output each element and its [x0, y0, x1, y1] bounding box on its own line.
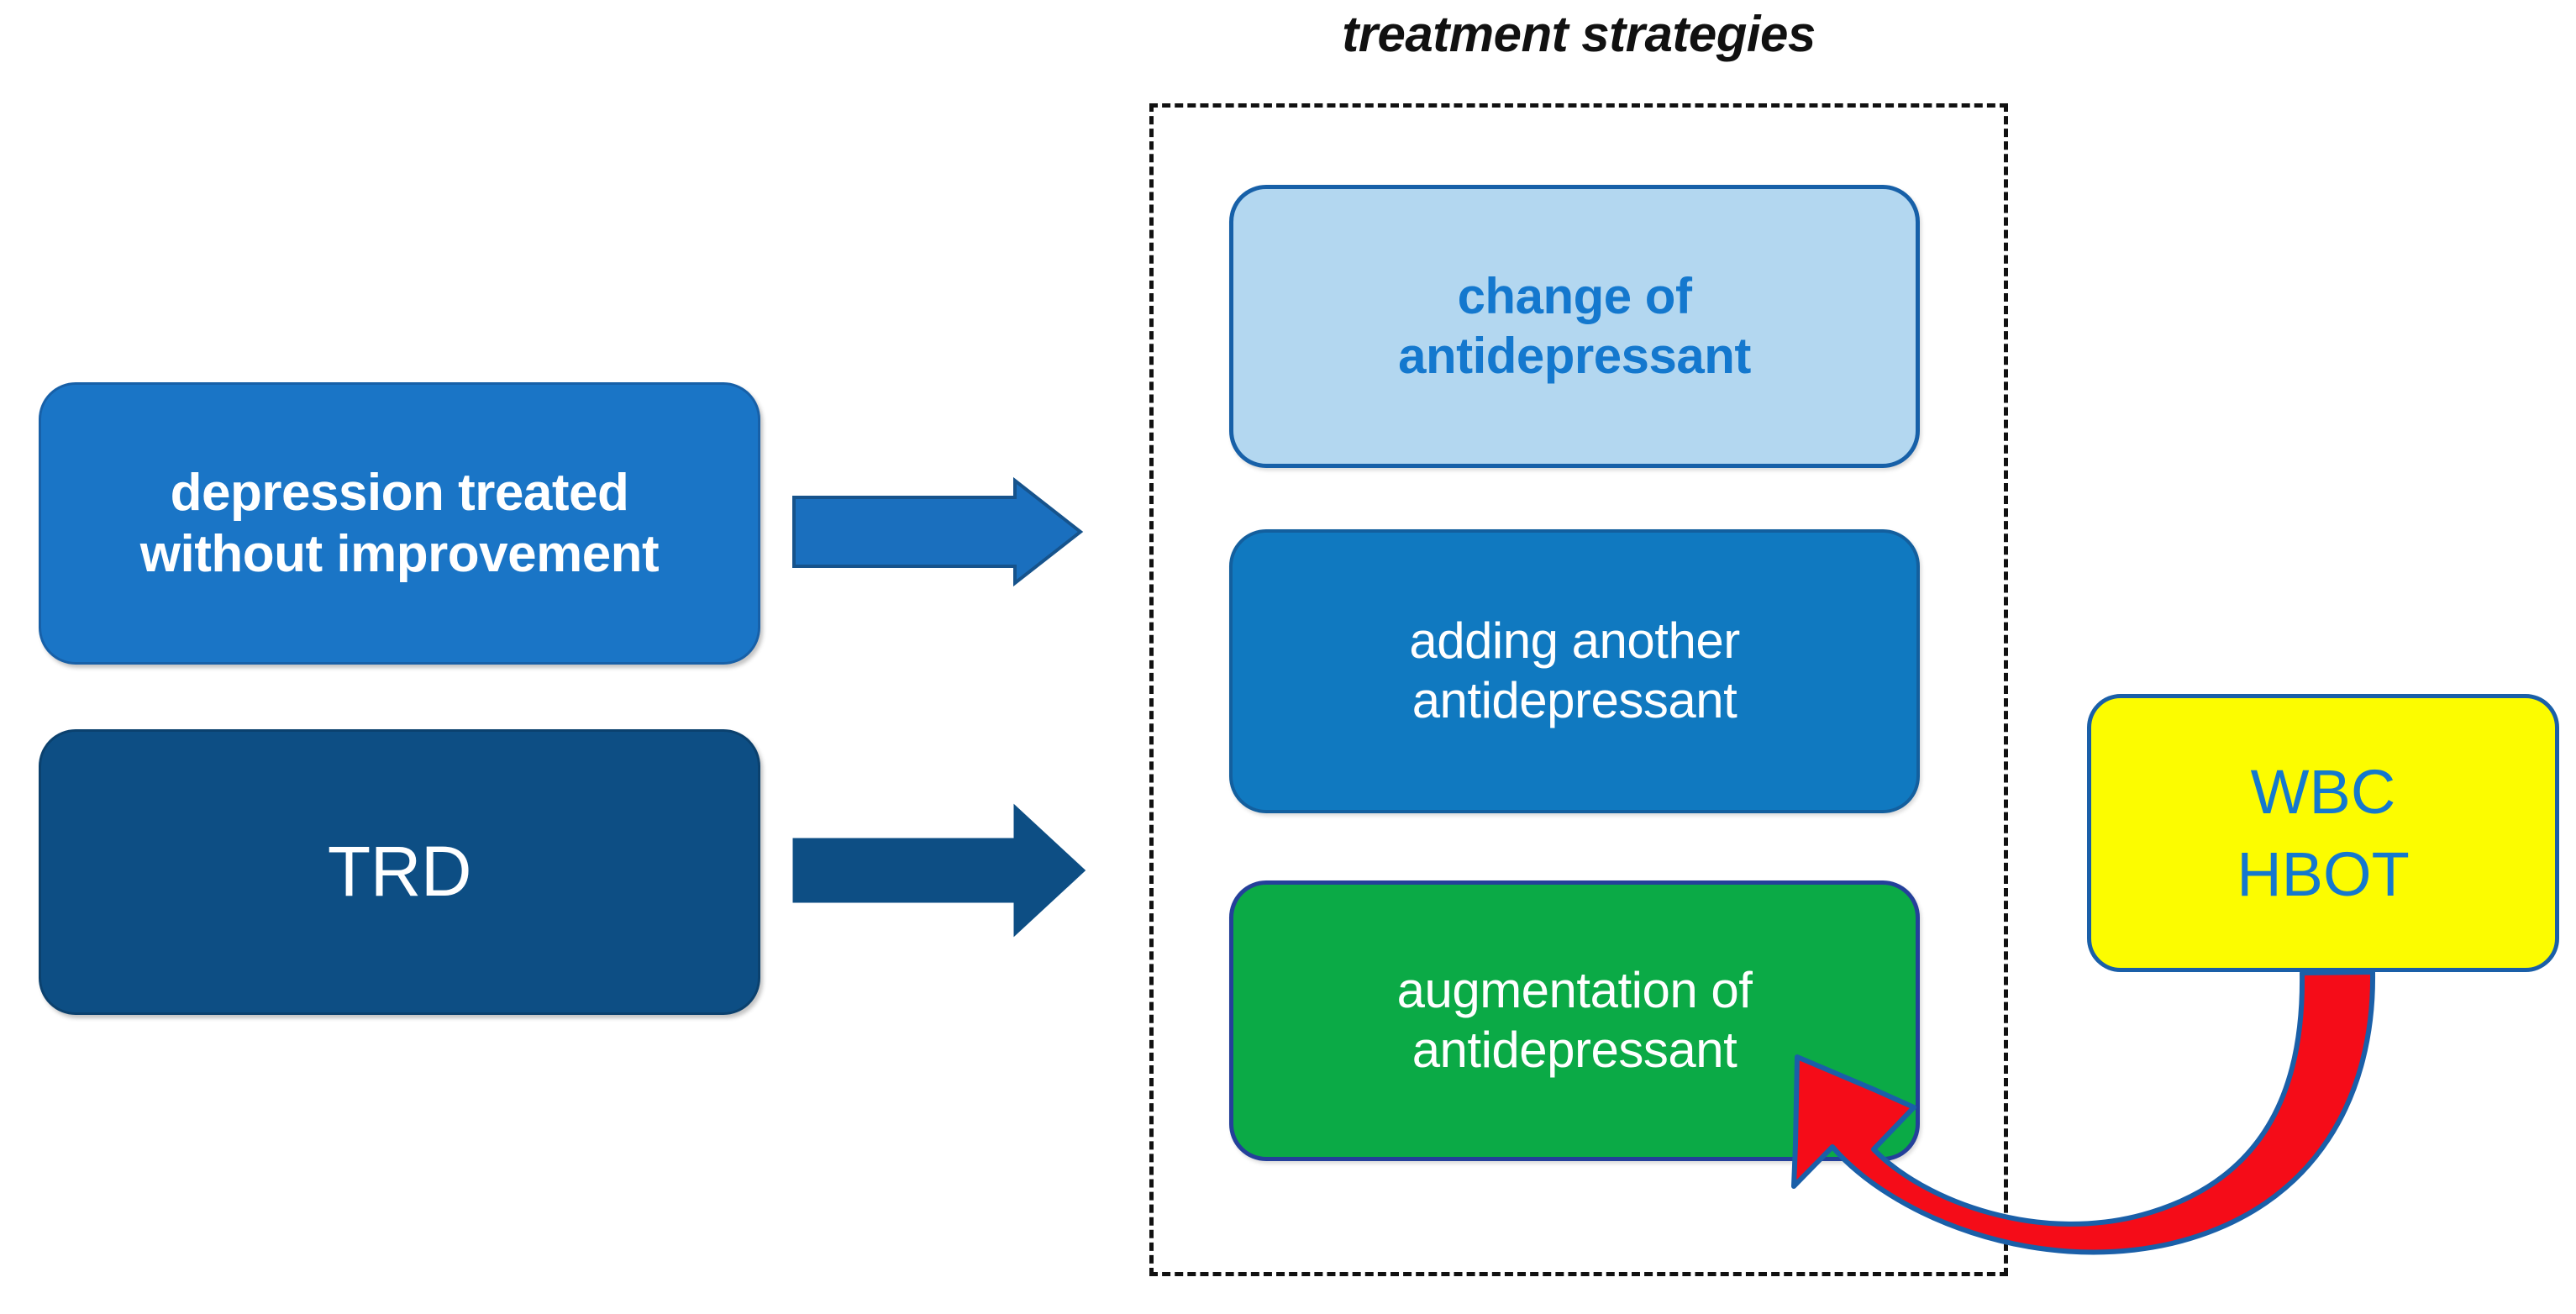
- node-depression-treated-without-improvement: depression treated without improvement: [39, 382, 760, 665]
- group-title-treatment-strategies: treatment strategies: [1342, 6, 1816, 62]
- node-wbc-hbot: WBC HBOT: [2087, 694, 2559, 972]
- node-trd: TRD: [39, 729, 760, 1015]
- treatment-strategies-group-boundary: [1149, 103, 2008, 1276]
- arrow-trd-to-strategies-icon: [792, 803, 1086, 938]
- arrow-depression-to-strategies-icon: [792, 476, 1084, 587]
- node-augmentation-of-antidepressant: augmentation of antidepressant: [1229, 880, 1920, 1161]
- node-adding-another-antidepressant: adding another antidepressant: [1229, 529, 1920, 813]
- node-change-of-antidepressant: change of antidepressant: [1229, 185, 1920, 468]
